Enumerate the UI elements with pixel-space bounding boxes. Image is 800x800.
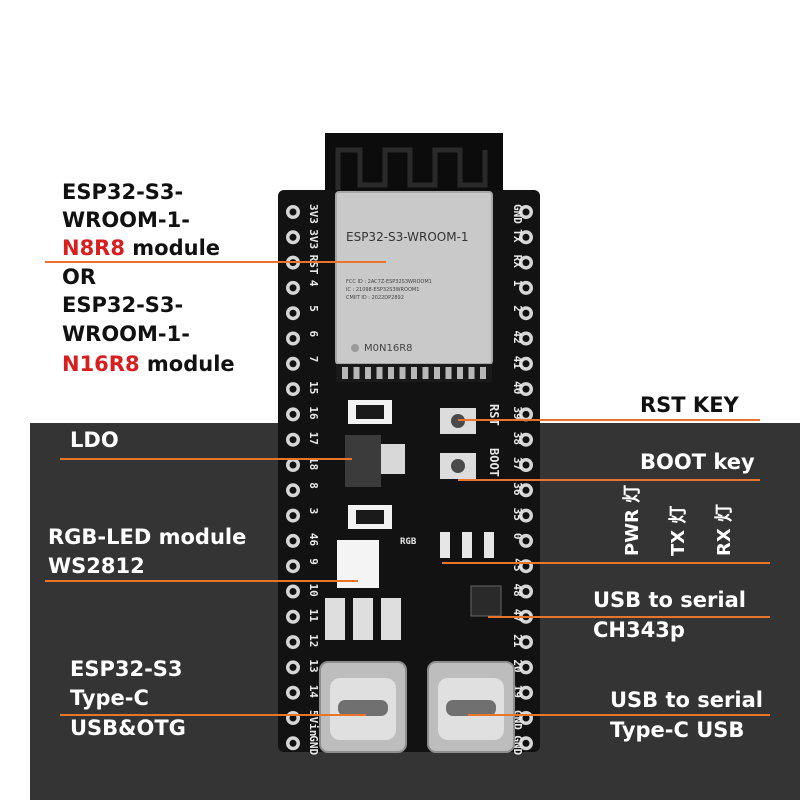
left-pin-label: 18: [307, 457, 320, 470]
module-cmiit: CMIIT ID : 2022DP2892: [346, 295, 404, 301]
label-usb-serial-line1: USB to serial: [593, 588, 746, 612]
right-pin-label: 48: [511, 584, 524, 597]
left-pin-label: 46: [307, 533, 320, 547]
label-boot-key: BOOT key: [640, 450, 755, 474]
left-pin-label: 15: [307, 381, 320, 394]
left-pin-label: RST: [307, 255, 320, 275]
label-usb-serial-c-line1: USB to serial: [610, 688, 763, 712]
right-pin-label: GND: [511, 204, 524, 224]
left-pin-label: 9: [307, 558, 320, 565]
boot-silk: BOOT: [487, 448, 501, 477]
left-pin-labels: 3V33V3RST4567151617188346910111213145Vin…: [307, 204, 320, 756]
right-pin-label: 41: [511, 356, 524, 370]
label-or: OR: [62, 265, 97, 289]
label-module-line4: ESP32-S3-: [62, 293, 184, 317]
label-rst-key: RST KEY: [640, 393, 739, 417]
ldo-chip: [345, 435, 381, 487]
label-esp-usb-line1: ESP32-S3: [70, 657, 183, 681]
left-pin-label: 17: [307, 432, 320, 445]
module-fcc: FCC ID : 2AC7Z-ESP32S3WROOM1: [346, 279, 432, 285]
module-marking: M0N16R8: [364, 343, 413, 354]
left-pin-label: GND: [307, 735, 320, 755]
rgb-silk: RGB: [400, 537, 417, 547]
right-pin-label: 47: [511, 609, 524, 622]
left-pin-header: [286, 205, 300, 751]
left-pin-label: 5Vin: [307, 710, 320, 737]
left-pin-label: 11: [307, 609, 320, 623]
module-shield: [335, 191, 493, 365]
label-usb-serial-c-line2: Type-C USB: [610, 718, 745, 742]
right-pin-label: 35: [511, 508, 524, 521]
label-pwr-led: PWR 灯: [622, 484, 643, 556]
left-pin-label: 3V3: [307, 229, 320, 249]
label-rgb-line1: RGB-LED module: [48, 525, 247, 549]
right-pin-label: 0: [511, 533, 524, 540]
right-pin-label: 38: [511, 432, 524, 445]
left-pin-label: 12: [307, 634, 320, 647]
left-pin-label: 16: [307, 406, 320, 420]
right-pin-label: 40: [511, 381, 524, 394]
label-esp-usb-line2: Type-C: [70, 686, 149, 710]
left-pin-label: 3V3: [307, 204, 320, 224]
right-pin-label: 45: [511, 558, 524, 571]
antenna-trace: [335, 147, 488, 190]
right-pin-label: 42: [511, 331, 524, 344]
right-pin-label: 21: [511, 634, 524, 648]
tx-led: [462, 532, 472, 558]
module-castellations: [342, 367, 486, 379]
label-module-line5: WROOM-1-: [62, 322, 190, 346]
right-pin-label: RX: [511, 255, 524, 269]
label-rgb-line2: WS2812: [48, 554, 145, 578]
right-pin-label: 39: [511, 406, 524, 419]
label-module-suffix-2: module: [139, 352, 235, 376]
module-name: ESP32-S3-WROOM-1: [346, 230, 469, 244]
right-pin-label: TX: [511, 229, 524, 243]
rx-led: [484, 532, 494, 558]
rst-silk: RST: [487, 404, 501, 426]
label-ldo: LDO: [70, 428, 119, 452]
left-pin-label: 7: [307, 356, 320, 363]
ch343-chip: [470, 585, 502, 617]
right-pin-header: [519, 205, 533, 751]
label-module-line1: ESP32-S3-: [62, 180, 184, 204]
right-pin-label: 37: [511, 457, 524, 470]
right-pin-label: 36: [511, 482, 524, 496]
module-ic: IC : 21098-ESP32S3WROOM1: [346, 287, 419, 293]
label-variant-n8r8: N8R8: [62, 236, 125, 260]
label-module-suffix-1: module: [124, 236, 221, 260]
left-pin-label: 13: [307, 659, 320, 672]
left-pin-label: 14: [307, 685, 320, 699]
label-variant-n16r8: N16R8: [62, 352, 140, 376]
left-pin-label: 8: [307, 482, 320, 489]
left-pin-label: 4: [307, 280, 320, 287]
label-usb-serial-line2: CH343p: [593, 618, 685, 642]
label-rx-led: RX 灯: [714, 503, 735, 556]
label-tx-led: TX 灯: [668, 505, 689, 556]
left-pin-label: 6: [307, 331, 320, 338]
label-esp-usb-line3: USB&OTG: [70, 716, 186, 740]
right-pin-label: 1: [511, 280, 524, 287]
left-pin-label: 3: [307, 508, 320, 515]
label-module-line2: WROOM-1-: [62, 208, 190, 232]
left-pin-label: 10: [307, 584, 320, 597]
pwr-led: [440, 532, 450, 558]
left-pin-label: 5: [307, 305, 320, 312]
label-module-line3: N8R8 module: [62, 234, 220, 263]
right-pin-label: 2: [511, 305, 524, 312]
label-module-line6: N16R8 module: [62, 350, 235, 379]
